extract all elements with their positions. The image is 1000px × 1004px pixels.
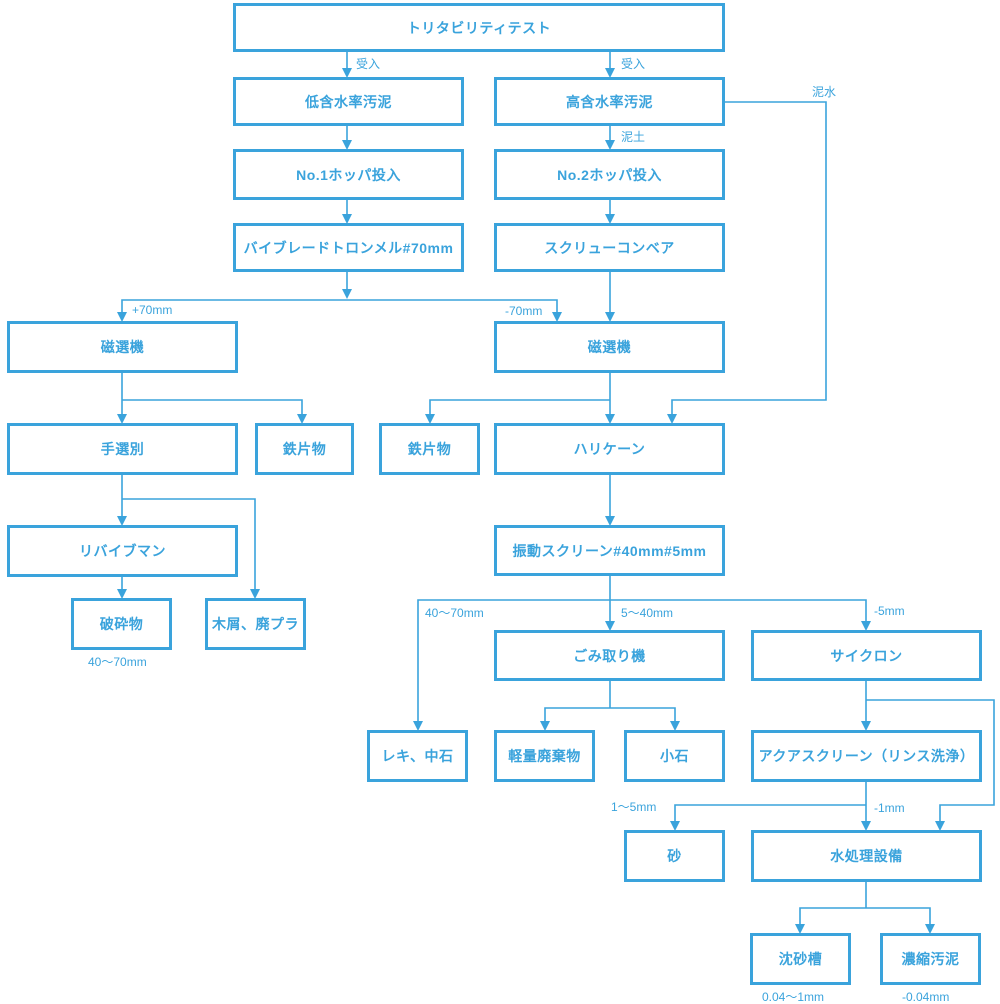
label-muddy-water: 泥水 xyxy=(812,85,837,99)
label-receive-left: 受入 xyxy=(356,57,381,71)
edge-muddy-water xyxy=(667,101,827,424)
label-size-5-40: 5〜40mm xyxy=(621,606,674,620)
node-hurricane: ハリケーン xyxy=(494,423,725,475)
edge-handsort-wood xyxy=(122,498,260,599)
edge-plus70 xyxy=(117,299,347,322)
node-small-stone: 小石 xyxy=(624,730,725,782)
node-trommel: バイブレードトロンメル#70mm xyxy=(233,223,464,272)
edge-magnet-iron-left xyxy=(122,399,307,424)
label-size-004-1: 0.04〜1mm xyxy=(762,990,825,1004)
edge-remover-light xyxy=(540,707,610,731)
node-high-water-sludge: 高含水率汚泥 xyxy=(494,77,725,126)
node-hopper2: No.2ホッパ投入 xyxy=(494,149,725,200)
label-minus70: -70mm xyxy=(505,304,543,318)
node-vib-screen: 振動スクリーン#40mm#5mm xyxy=(494,525,725,576)
node-settling-tank: 沈砂槽 xyxy=(750,933,851,985)
node-aqua-screen: アクアスクリーン（リンス洗浄） xyxy=(751,730,982,782)
node-debris-remover: ごみ取り機 xyxy=(494,630,725,681)
edge-water-thickened xyxy=(866,907,935,934)
label-receive-right: 受入 xyxy=(621,57,646,71)
node-cyclone: サイクロン xyxy=(751,630,982,681)
edge-screen-cyclone xyxy=(610,599,871,631)
node-water-treatment: 水処理設備 xyxy=(751,830,982,882)
label-size-40-70-crushed: 40〜70mm xyxy=(88,655,147,669)
node-treatability-test: トリタビリティテスト xyxy=(233,3,725,52)
label-size-40-70-gravel: 40〜70mm xyxy=(425,606,484,620)
edge-magnet-iron-right xyxy=(425,399,610,424)
node-hopper1: No.1ホッパ投入 xyxy=(233,149,464,200)
node-hand-sort: 手選別 xyxy=(7,423,238,475)
node-thickened-sludge: 濃縮汚泥 xyxy=(880,933,981,985)
edge-cyclone-overflow xyxy=(866,699,995,831)
node-magnet-left: 磁選機 xyxy=(7,321,238,373)
edge-water-settling xyxy=(795,907,866,934)
node-gravel-stone: レキ、中石 xyxy=(367,730,468,782)
edge-minus70 xyxy=(347,299,562,322)
node-sand: 砂 xyxy=(624,830,725,882)
label-minus1: -1mm xyxy=(874,801,905,815)
label-size-1-5: 1〜5mm xyxy=(611,800,657,814)
node-light-waste: 軽量廃棄物 xyxy=(494,730,595,782)
node-iron-right: 鉄片物 xyxy=(379,423,480,475)
node-iron-left: 鉄片物 xyxy=(255,423,354,475)
label-mud-soil: 泥土 xyxy=(621,130,646,144)
node-screw-conveyor: スクリューコンベア xyxy=(494,223,725,272)
node-wood-plastic: 木屑、廃プラ xyxy=(205,598,306,650)
node-crushed: 破砕物 xyxy=(71,598,172,650)
edge-aqua-sand xyxy=(670,804,866,831)
node-revive-man: リバイブマン xyxy=(7,525,238,577)
label-minus5: -5mm xyxy=(874,604,905,618)
node-low-water-sludge: 低含水率汚泥 xyxy=(233,77,464,126)
edge-remover-stone xyxy=(610,707,680,731)
label-plus70: +70mm xyxy=(132,303,173,317)
edge-screen-gravel xyxy=(413,599,610,731)
node-magnet-right: 磁選機 xyxy=(494,321,725,373)
label-minus004: -0.04mm xyxy=(902,990,950,1004)
